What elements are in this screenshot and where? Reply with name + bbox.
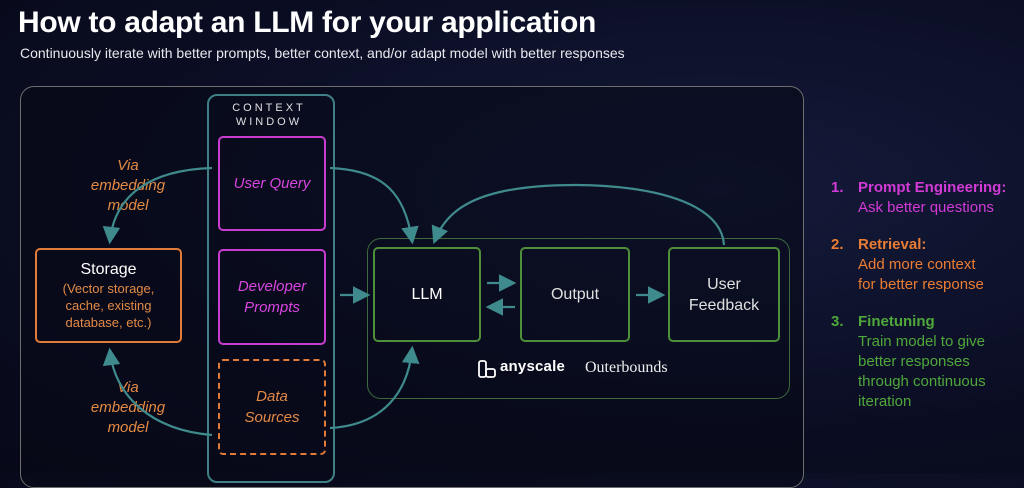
storage-detail-line3: database, etc.) [65, 314, 152, 330]
via-top-line3: model [107, 197, 149, 214]
step-finetuning: 3. Finetuning Train model to give better… [831, 312, 1024, 412]
user-feedback-label-line2: Feedback [688, 296, 760, 314]
flow-arrows [102, 166, 726, 437]
user-feedback-label-line1: User [707, 275, 741, 293]
output-box: Output [520, 247, 630, 342]
via-top-line1: Via [117, 157, 139, 174]
step-2-desc-line2: for better response [858, 276, 984, 293]
step-retrieval: 2. Retrieval: Add more context for bette… [831, 235, 1024, 295]
via-embedding-top: Via embedding model [78, 156, 178, 216]
context-window-label: CONTEXT WINDOW [207, 101, 331, 129]
via-bottom-line1: Via [117, 379, 139, 396]
anyscale-logo-icon [478, 360, 496, 378]
anyscale-wordmark: anyscale [500, 358, 565, 375]
context-window-label-line1: CONTEXT [232, 102, 306, 114]
data-sources-label-line1: Data [256, 388, 288, 405]
step-3-desc-line3: through continuous [858, 373, 986, 390]
step-3-title: Finetuning [858, 313, 935, 330]
storage-detail-line1: (Vector storage, [62, 280, 155, 296]
step-3-desc-line4: iteration [858, 393, 912, 410]
arrow-data-to-storage [102, 347, 213, 437]
step-1-desc-line1: Ask better questions [858, 199, 994, 216]
via-embedding-bottom: Via embedding model [78, 378, 178, 438]
storage-detail-line2: cache, existing [65, 297, 152, 313]
developer-prompts-label-line1: Developer [237, 278, 307, 295]
step-2-number: 2. [831, 236, 844, 253]
via-top-line2: embedding [90, 177, 166, 194]
step-2-desc-line1: Add more context [858, 256, 976, 273]
storage-title: Storage [80, 260, 137, 278]
via-bottom-line2: embedding [90, 399, 166, 416]
outerbounds-wordmark: Outerbounds [585, 359, 668, 376]
diagram-frame [20, 86, 804, 488]
user-feedback-box: User Feedback [668, 247, 780, 342]
page-subtitle: Continuously iterate with better prompts… [20, 45, 625, 61]
data-sources-box: Data Sources [218, 359, 326, 455]
page-title: How to adapt an LLM for your application [18, 6, 596, 39]
context-window-label-line2: WINDOW [235, 116, 303, 128]
step-3-desc-line1: Train model to give [858, 333, 986, 350]
output-label: Output [550, 285, 600, 303]
data-sources-label-line2: Sources [244, 409, 300, 426]
user-query-label: User Query [233, 175, 311, 192]
user-query-box: User Query [218, 136, 326, 231]
arrow-feedback-to-llm [431, 183, 726, 246]
developer-prompts-label-line2: Prompts [244, 299, 300, 316]
storage-box: Storage (Vector storage, cache, existing… [35, 248, 182, 343]
adaptation-steps-list: 1. Prompt Engineering: Ask better questi… [831, 178, 1024, 429]
step-2-title: Retrieval: [858, 236, 927, 253]
step-1-title: Prompt Engineering: [858, 179, 1007, 196]
step-3-desc-line2: better responses [858, 353, 970, 370]
step-prompt-engineering: 1. Prompt Engineering: Ask better questi… [831, 178, 1024, 218]
model-loop-container [367, 238, 790, 399]
step-1-number: 1. [831, 179, 844, 196]
via-bottom-line3: model [107, 419, 149, 436]
step-3-number: 3. [831, 313, 844, 330]
arrow-query-to-llm [329, 166, 419, 245]
llm-box: LLM [373, 247, 481, 342]
llm-label: LLM [411, 285, 443, 303]
arrow-query-to-storage [102, 166, 213, 245]
developer-prompts-box: Developer Prompts [218, 249, 326, 345]
arrow-data-to-llm [329, 345, 420, 430]
